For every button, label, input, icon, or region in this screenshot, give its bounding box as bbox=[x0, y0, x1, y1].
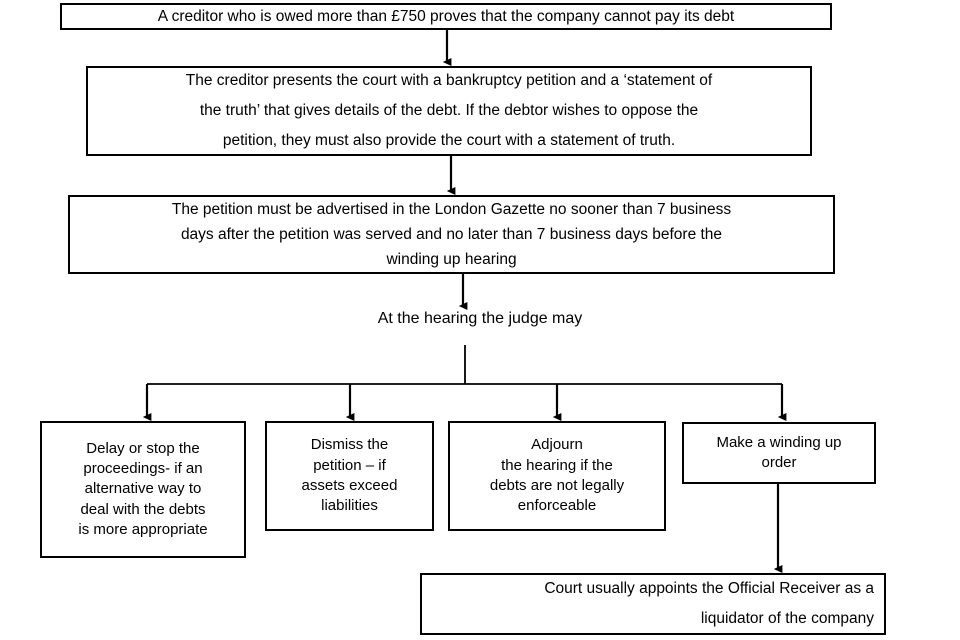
node-creditor-owed: A creditor who is owed more than £750 pr… bbox=[60, 3, 832, 30]
node-option-adjourn-hearing-label: Adjourn the hearing if the debts are not… bbox=[489, 436, 625, 515]
node-present-court-label: The creditor presents the court with a b… bbox=[185, 71, 713, 150]
node-at-the-hearing-judge-may: At the hearing the judge may bbox=[330, 310, 630, 336]
node-option-winding-up-order: Make a winding up order bbox=[682, 422, 876, 484]
node-advertise-petition-label: The petition must be advertised in the L… bbox=[171, 200, 732, 269]
node-present-court: The creditor presents the court with a b… bbox=[86, 66, 812, 156]
node-option-dismiss-petition-label: Dismiss the petition – if assets exceed … bbox=[301, 436, 398, 515]
node-advertise-petition: The petition must be advertised in the L… bbox=[68, 195, 835, 274]
node-option-winding-up-order-label: Make a winding up order bbox=[716, 433, 842, 471]
node-official-receiver-liquidator: Court usually appoints the Official Rece… bbox=[420, 573, 886, 635]
node-option-delay-or-stop: Delay or stop the proceedings- if an alt… bbox=[40, 421, 246, 558]
node-at-the-hearing-judge-may-label: At the hearing the judge may bbox=[377, 310, 583, 327]
node-official-receiver-liquidator-label: Court usually appoints the Official Rece… bbox=[544, 579, 874, 627]
node-option-adjourn-hearing: Adjourn the hearing if the debts are not… bbox=[448, 421, 666, 531]
node-creditor-owed-label: A creditor who is owed more than £750 pr… bbox=[157, 7, 735, 25]
node-option-delay-or-stop-label: Delay or stop the proceedings- if an alt… bbox=[78, 439, 208, 539]
node-option-dismiss-petition: Dismiss the petition – if assets exceed … bbox=[265, 421, 434, 531]
